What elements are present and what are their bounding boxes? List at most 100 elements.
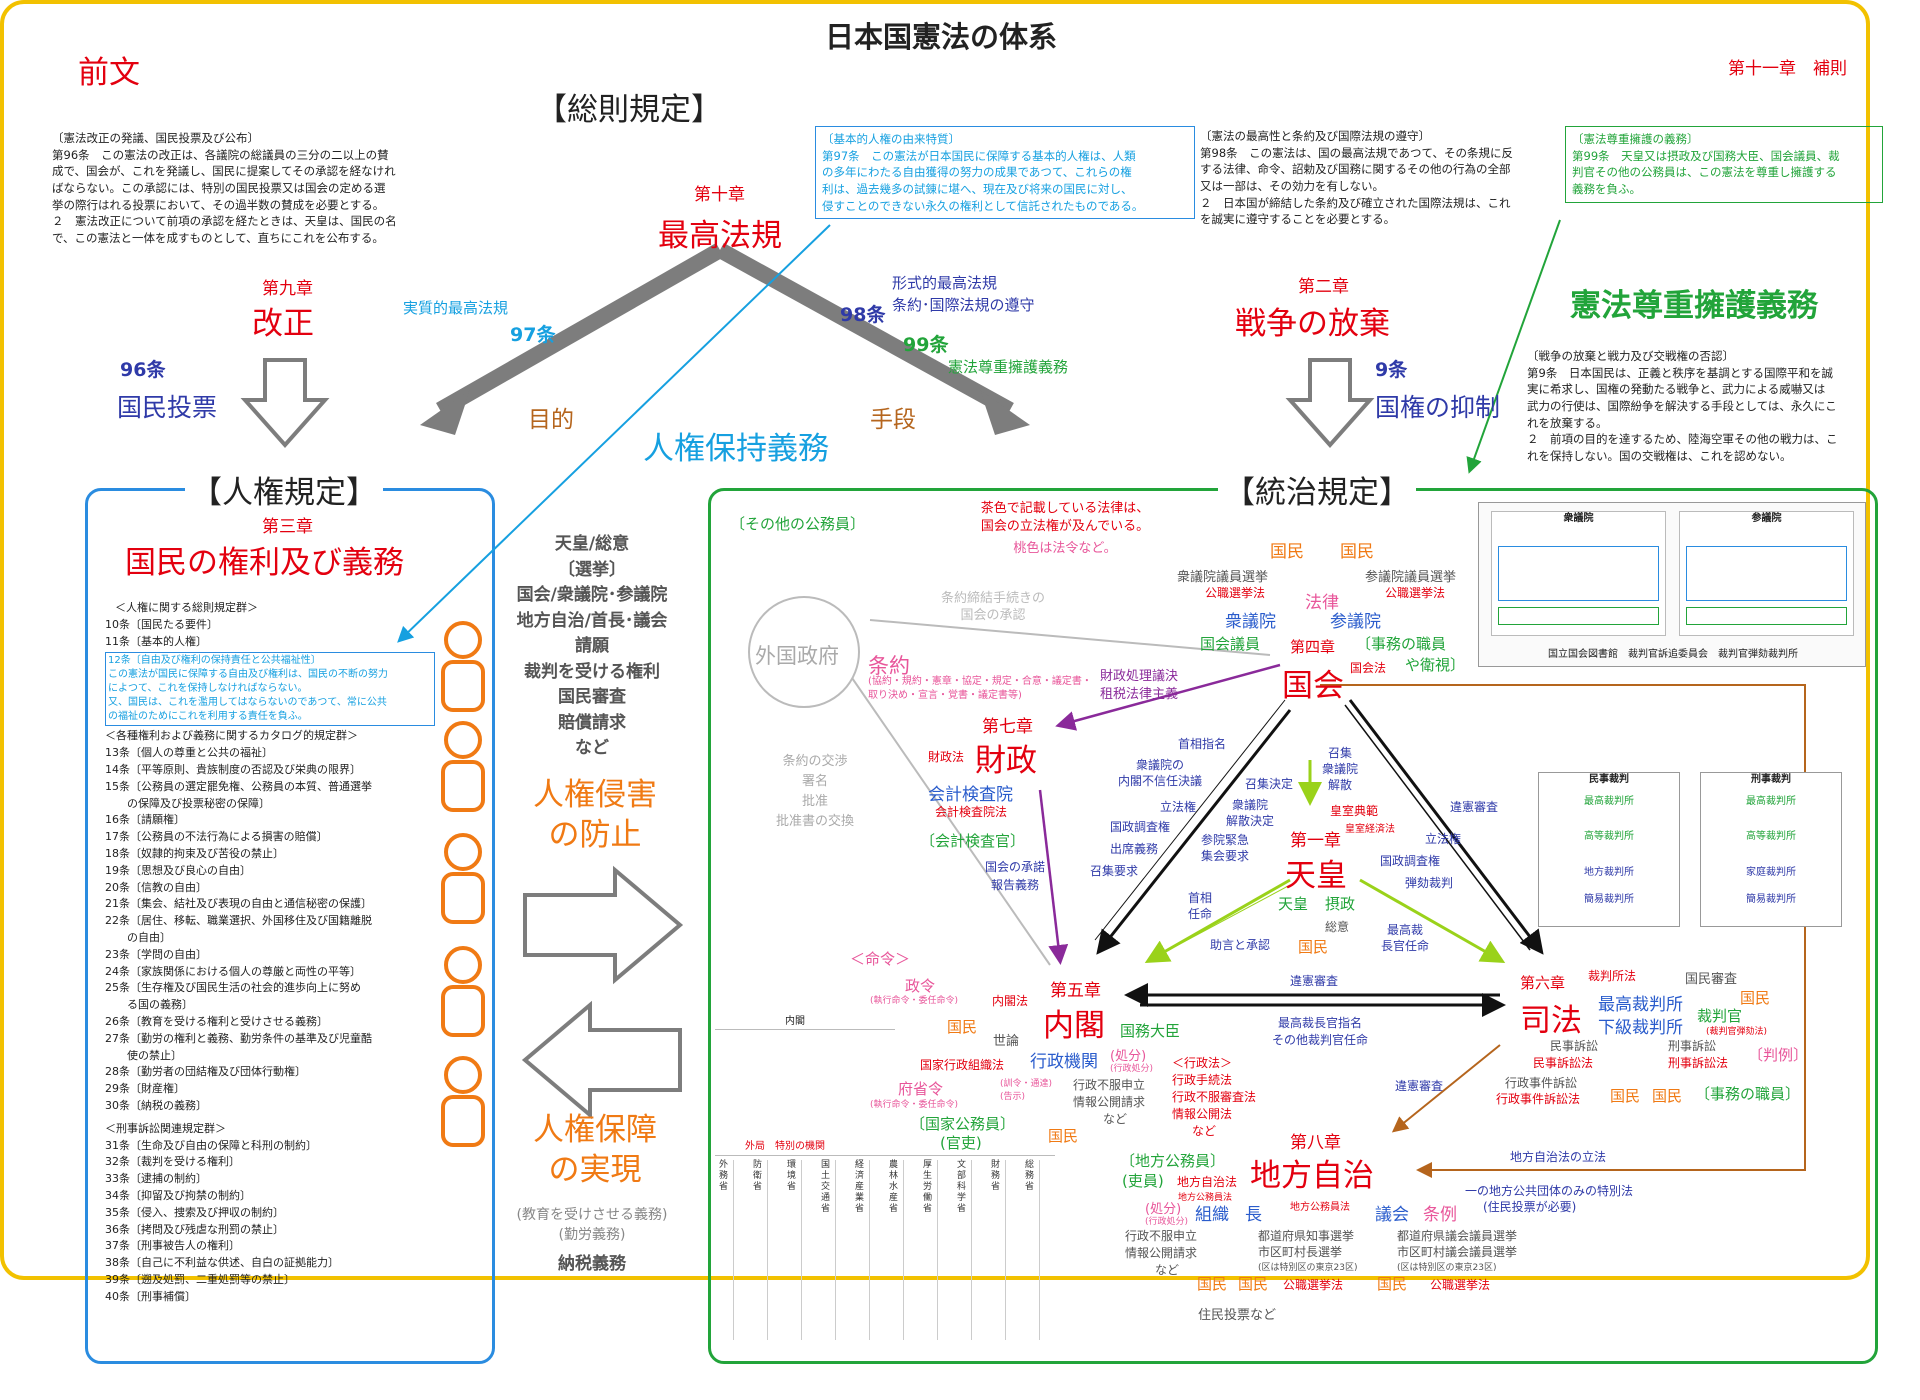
law-label: 法律 (1305, 593, 1339, 613)
treaty-step: 批准 (801, 794, 828, 809)
rights-item: 33条〔逮捕の制約〕 (105, 1172, 207, 1186)
rights-item: 40条〔刑事補償〕 (105, 1289, 196, 1303)
admin-law-line: 行政不服審査法 (1172, 1090, 1257, 1104)
middle-right-item: 地方自治/首長･議会 (516, 610, 668, 631)
people-local1: 国民 (1197, 1275, 1228, 1293)
admin-case: 行政事件訴訟 (1505, 1076, 1578, 1090)
article9-line: れを放棄する。 (1527, 415, 1608, 430)
finance-line: 租税法律主義 (1100, 687, 1179, 702)
supreme-law-left-arrow (420, 243, 724, 435)
rights-item: 35条〔侵入、捜索及び押収の制約〕 (105, 1205, 284, 1219)
civil-summary: 簡易裁判所 (1584, 894, 1634, 905)
admin-law-line: 行政手続法 (1172, 1073, 1233, 1087)
article98-line: する法律、命令、詔勅及び国務に関するその他の行為の全部 (1200, 162, 1511, 177)
judge: 裁判官 (1697, 1007, 1743, 1025)
gov-elections: 都道府県知事選挙 市区町村長選挙 (区は特別区の東京23区) (1258, 1228, 1357, 1276)
rights-item: 22条〔居住、移転、職業選択、外国移住及び国籍離脱 (105, 914, 372, 928)
people-local2: 国民 (1238, 1275, 1269, 1293)
notices: (訓令・通達) (告示) (1000, 1078, 1052, 1104)
criminal-law: 刑事訴訟法 (1668, 1056, 1729, 1070)
approval-line: 報告義務 (990, 878, 1039, 892)
article96-line: で、この憲法と一体を成すものとして、直ちにこれを公布する。 (52, 231, 384, 246)
rights-item: る国の義務〕 (105, 998, 193, 1012)
treaty-sub: (協約・規約・憲章・協定・規定・合意・議定書・ 取り決め・宣言・覚書・議定書等) (868, 675, 1092, 703)
investigation: 国政調査権 (1110, 820, 1171, 834)
assembly: 議会 (1375, 1205, 1409, 1225)
chapter11-label: 第十一章 補則 (1728, 59, 1847, 79)
chapter4-number: 第四章 (1290, 638, 1336, 656)
house-rep-table-title: 衆議院 (1563, 513, 1594, 524)
investigation2: 国政調査権 (1380, 854, 1441, 868)
gov-election-line: 都道府県知事選挙 (1258, 1229, 1355, 1243)
general-provisions-frame (0, 0, 1870, 1280)
governance-title: 【統治規定】 (1218, 467, 1416, 512)
emperor-small: 天皇 (1278, 895, 1309, 913)
ministry-bar (767, 1160, 768, 1340)
article98-line: ２ 日本国が締結した条約及び確立された国際法規は、これ (1200, 195, 1511, 210)
disposition: (処分) (1110, 1049, 1147, 1064)
auditor: 〔会計検査官〕 (920, 832, 1026, 850)
article97-line: の多年にわたる自由獲得の努力の成果であつて、これらの権 (822, 165, 1132, 180)
middle-right-item: 裁判を受ける権利 (524, 661, 660, 682)
treaty-step: 署名 (801, 774, 828, 789)
admin-remedies: 行政不服申立 情報公開請求 など (1073, 1077, 1145, 1128)
legislation: 立法権 (1160, 800, 1197, 814)
chapter3-name: 国民の権利及び義務 (125, 545, 404, 581)
article98-title: 〔憲法の最高性と条約及び国際法規の遵守〕 (1200, 129, 1430, 143)
rights-item: の自由〕 (105, 930, 171, 944)
rights-item: 31条〔生命及び自由の保障と科刑の制約〕 (105, 1138, 317, 1152)
notice-line: (告示) (1000, 1092, 1026, 1102)
people-local3: 国民 (1377, 1275, 1408, 1293)
imperial-house: 皇室典範 (1330, 804, 1379, 818)
remedy-line: など (1103, 1112, 1128, 1126)
rights-item: 14条〔平等原則、貴族制度の否認及び栄典の限界〕 (105, 762, 361, 776)
ministry-column: 農林水産省 (889, 1160, 899, 1214)
admin-org: 行政機関 (1030, 1052, 1098, 1072)
rights-item: 使の禁止〕 (105, 1048, 182, 1062)
dissolve-decision: 衆議院 解散決定 (1215, 797, 1285, 829)
emergency-line: 参院緊急 (1200, 833, 1249, 847)
rights-item: 36条〔拷問及び残虐な刑罰の禁止〕 (105, 1222, 284, 1236)
article99-box: 〔憲法尊重擁護の義務〕 第99条 天皇又は摂政及び国務大臣、国会議員、裁 判官そ… (1565, 126, 1883, 203)
article96-line: 第96条 この憲法の改正は、各議院の総議員の三分の二以上の賛 (52, 147, 389, 162)
local-gov: 地方自治 (1250, 1158, 1374, 1194)
rights-item: 15条〔公務員の選定罷免権、公務員の本質、普通選挙 (105, 779, 372, 793)
article98-line: を誠実に遵守することを必要とする。 (1200, 212, 1396, 227)
middle-right-item: 〔選挙〕 (558, 559, 626, 580)
pm-appoint: 首相 任命 (1175, 890, 1225, 922)
supreme-court: 最高裁判所 (1598, 995, 1683, 1015)
asm-election-line: 都道府県議会議員選挙 (1397, 1229, 1518, 1243)
advice-approval: 助言と承認 (1210, 938, 1271, 952)
precedent: 〔判例〕 (1748, 1046, 1809, 1064)
judiciary: 司法 (1520, 1003, 1582, 1039)
election-law-rep: 公職選挙法 (1205, 586, 1266, 600)
treaty-step: 条約の交渉 (782, 754, 848, 769)
cou-election: 参議院議員選挙 (1365, 570, 1457, 585)
convene-line: 召集 (1327, 746, 1352, 760)
civil-high: 高等裁判所 (1584, 831, 1634, 842)
summon-decision: 召集決定 (1245, 777, 1294, 791)
cabinet-law: 内閣法 (992, 994, 1029, 1008)
judge-impeach: (裁判官弾劾法) (1706, 1027, 1768, 1037)
general-provisions-title: 【総則規定】 (530, 84, 728, 129)
people-judiciary: 国民 (1740, 989, 1771, 1007)
supreme-law-right-arrow (716, 242, 1030, 435)
notice-line: (訓令・通達) (1000, 1079, 1053, 1089)
civil-district: 地方裁判所 (1584, 866, 1634, 878)
referendum: (住民投票が必要) (1483, 1200, 1577, 1214)
prevention-line: の防止 (548, 817, 642, 853)
art12-line: の福祉のためにこれを利用する責任を負ふ。 (108, 711, 308, 723)
approval-line: 国会の承諾 (984, 860, 1045, 874)
imperial-econ: 皇室経済法 (1345, 824, 1395, 835)
art9-number: 9条 (1375, 359, 1408, 381)
diet-table-caption: 国立国会図書館 裁判官訴追委員会 裁判官弾劾裁判所 (1548, 649, 1798, 660)
chapter6-number: 第六章 (1520, 974, 1566, 992)
cabinet-office-block (715, 1029, 895, 1139)
people-diet-left: 国民 (1270, 542, 1304, 562)
prevention-line: 人権侵害 (533, 777, 657, 813)
purpose-label: 目的 (528, 407, 574, 433)
criminal-court-title: 刑事裁判 (1751, 774, 1791, 785)
ministry-column: 外務省 (719, 1160, 729, 1192)
order-header: ＜命令＞ (850, 950, 911, 968)
house-cou-special (1686, 606, 1847, 625)
